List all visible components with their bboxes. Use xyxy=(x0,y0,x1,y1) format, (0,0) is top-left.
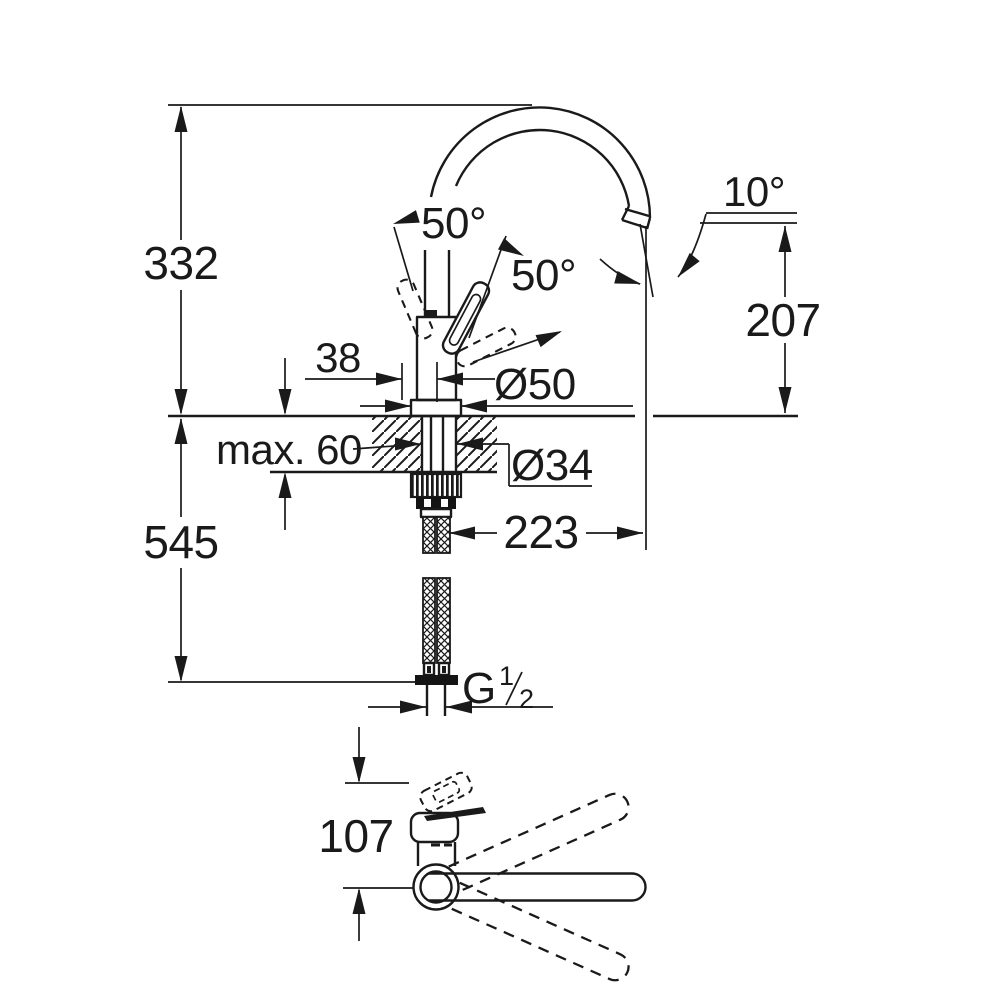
aerator-tip xyxy=(620,205,652,230)
supply-hoses xyxy=(415,516,458,685)
dim-d34-label: Ø34 xyxy=(511,441,593,490)
dim-50deg-front-label: 50° xyxy=(421,199,486,248)
thread-numerator: 1 xyxy=(499,661,514,691)
arrowhead xyxy=(174,418,188,444)
dim-10deg-label: 10° xyxy=(723,168,785,215)
dim-545-label: 545 xyxy=(143,516,218,568)
arrowhead xyxy=(278,472,292,498)
arrowhead xyxy=(174,656,188,682)
arrowhead xyxy=(617,526,643,540)
dim-outlet-height: 207 xyxy=(700,212,821,413)
top-body xyxy=(409,811,460,844)
top-lever-dashed xyxy=(419,771,473,813)
dim-223-label: 223 xyxy=(503,506,578,558)
top-spout-arm-dashed-down xyxy=(448,881,630,982)
arrowhead xyxy=(352,888,366,914)
lever-handle-dashed-down xyxy=(455,326,517,368)
thread-pipe xyxy=(425,685,447,716)
dim-outlet-angle: 10° xyxy=(599,168,786,298)
spout-arc xyxy=(429,106,652,230)
top-spout-arm-dashed-up xyxy=(448,792,630,893)
arrowhead xyxy=(174,389,188,415)
arrowhead xyxy=(614,270,643,291)
dim-max60-label: max. 60 xyxy=(216,426,362,473)
arrowhead xyxy=(778,387,792,413)
thread-denominator: 2 xyxy=(519,684,534,714)
top-spout-arm xyxy=(428,872,647,902)
side-view-faucet xyxy=(396,106,652,418)
dim-d50-label: Ø50 xyxy=(494,360,576,409)
arrowhead xyxy=(449,526,475,540)
mounting-nut xyxy=(409,472,463,499)
fraction-slash xyxy=(505,671,523,706)
mounting-shank xyxy=(420,416,458,474)
collar-slot xyxy=(441,499,448,507)
riser-pipe xyxy=(423,250,451,317)
collar-ring xyxy=(419,507,453,519)
lever-handle-dashed-left xyxy=(396,278,434,340)
dim-top-view-offset: 107 xyxy=(318,727,414,941)
dim-hole-diameter: Ø34 xyxy=(395,437,593,490)
arrowhead xyxy=(376,372,402,386)
top-body-column xyxy=(416,842,457,866)
arrowhead xyxy=(391,210,420,231)
dim-lever-angle-front: 50° xyxy=(391,199,528,339)
arrowhead xyxy=(437,372,463,386)
swivel-base-outer xyxy=(412,863,460,911)
nut-collar xyxy=(416,497,456,509)
dim-207-label: 207 xyxy=(745,294,820,346)
lever-handle xyxy=(441,281,491,355)
arrowhead xyxy=(535,325,565,348)
dim-handle-offset: 38 xyxy=(305,334,495,402)
hose-connector-block xyxy=(415,675,458,685)
arrowhead xyxy=(352,757,366,783)
arrowhead xyxy=(385,399,411,413)
dim-107-label: 107 xyxy=(318,810,393,862)
cartridge-detail xyxy=(424,310,437,318)
dimensions: 332 545 max. 60 38 Ø5 xyxy=(143,104,821,714)
dim-spout-reach: 223 xyxy=(449,226,647,558)
arrowhead xyxy=(278,389,292,415)
dim-length-below-deck: 545 xyxy=(143,418,415,683)
dim-height-above-deck: 332 xyxy=(143,106,219,415)
arrowhead xyxy=(461,399,487,413)
dim-38-label: 38 xyxy=(315,334,361,381)
arrowhead xyxy=(778,226,792,252)
arrowhead xyxy=(400,700,426,714)
arrowhead xyxy=(673,252,700,282)
dim-base-diameter: Ø50 xyxy=(360,360,633,413)
dim-332-label: 332 xyxy=(143,237,218,289)
dim-connection-thread: G 1 2 xyxy=(368,661,553,714)
dim-50deg-side-label: 50° xyxy=(511,251,576,300)
collar-slot xyxy=(424,499,431,507)
arrowhead xyxy=(174,106,188,132)
dim-max-counter-thickness: max. 60 xyxy=(216,358,422,530)
top-view: 107 xyxy=(318,727,647,982)
dim-lever-angle-side: 50° xyxy=(472,251,577,363)
swivel-base-inner xyxy=(419,870,453,904)
thread-letter: G xyxy=(462,664,496,713)
base-flange xyxy=(409,398,463,418)
